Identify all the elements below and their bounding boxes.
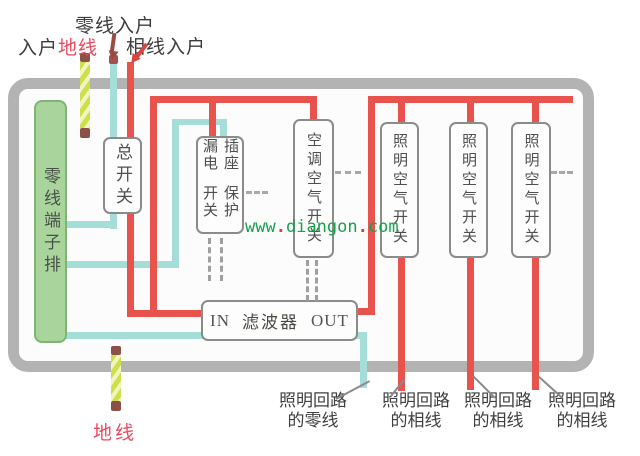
lighting-breaker-label: 照明空气开关 [391, 133, 408, 247]
main-switch-label: 总开关 [113, 142, 132, 209]
neutral-wire-strip-out [64, 261, 179, 268]
socket-breaker-label-col2: 保护开关 [201, 185, 239, 219]
phase-wire-main-down [127, 212, 134, 317]
ground-entry-label: 入户地线 [18, 33, 98, 60]
lighting-breaker-label: 照明空气开关 [522, 133, 540, 247]
lighting-breaker-label: 照明空气开关 [460, 133, 477, 247]
circuit-label-line2: 的零线 [287, 411, 339, 430]
ground-wire-cap [80, 128, 90, 138]
lighting-breaker-box-3: 照明空气开关 [511, 122, 551, 258]
watermark-dot: . [275, 217, 286, 237]
neutral-terminal-strip: 零线端子排 [34, 100, 67, 343]
circuit-label-line1: 照明回路 [382, 391, 450, 410]
watermark-text: diangon [285, 217, 358, 237]
neutral-wire-lighting-exit [360, 332, 367, 388]
ground-wire-bottom [111, 355, 121, 401]
ac-breaker-box: 空调空气开关 [293, 119, 334, 258]
watermark-text: www [245, 217, 276, 237]
lighting-neutral-label: 照明回路 的零线 [271, 391, 355, 431]
lighting-phase-label-2: 照明回路 的相线 [456, 391, 540, 431]
neutral-wire-top-run [172, 119, 227, 125]
neutral-wire-riser [172, 119, 179, 268]
ground-entry-label-prefix: 入户 [18, 38, 59, 59]
lighting-breaker-box-1: 照明空气开关 [380, 122, 419, 258]
ground-entry-label-highlight: 地线 [58, 38, 99, 59]
neutral-entry-label: 零线入户 [75, 16, 156, 37]
down-arrow-icon [107, 50, 119, 61]
lighting-phase-label-1: 照明回路 的相线 [374, 391, 458, 431]
watermark: www.diangon.com [245, 217, 399, 237]
phase-wire-lighting1-exit [398, 257, 405, 391]
dashed-ellipsis [551, 171, 573, 174]
dashed-continuation [306, 260, 309, 301]
circuit-label-line2: 的相线 [472, 411, 524, 430]
ground-wire-cap [111, 346, 121, 355]
circuit-label-line2: 的相线 [556, 411, 608, 430]
ac-breaker-label: 空调空气开关 [305, 131, 322, 246]
dashed-ellipsis [335, 171, 361, 174]
filter-box: IN 滤波器 OUT [201, 300, 358, 341]
circuit-label-line2: 的相线 [390, 411, 442, 430]
neutral-terminal-strip-label: 零线端子排 [41, 166, 60, 277]
dashed-continuation [315, 260, 318, 301]
dashed-continuation [208, 238, 211, 281]
dashed-continuation [220, 238, 223, 281]
socket-leakage-breaker-box: 插座漏电 保护开关 [196, 136, 244, 234]
neutral-wire-to-socket-breaker [220, 122, 227, 138]
ground-wire-top [80, 62, 90, 128]
phase-wire-to-lighting3 [532, 99, 539, 124]
phase-wire-filter-in [127, 310, 204, 317]
ground-wire-cap [111, 401, 121, 411]
circuit-label-line1: 照明回路 [464, 391, 532, 410]
lighting-breaker-box-2: 照明空气开关 [449, 122, 488, 258]
neutral-wire-to-strip [64, 221, 117, 228]
circuit-label-line1: 照明回路 [548, 391, 616, 410]
ground-wire-cap [80, 53, 90, 62]
phase-wire-busB-riser [368, 96, 375, 315]
ground-bottom-label: 地线 [93, 423, 138, 444]
phase-wire-filter-out [355, 308, 375, 315]
phase-wire-lighting2-exit [467, 257, 474, 390]
watermark-text: com [367, 217, 399, 237]
lighting-phase-label-3: 照明回路 的相线 [540, 391, 624, 431]
phase-wire-busA-riser [150, 99, 157, 317]
main-switch-box: 总开关 [103, 137, 142, 214]
phase-wire-to-ac-breaker [310, 99, 317, 122]
socket-breaker-label-col1: 插座漏电 [201, 138, 239, 172]
phase-entry-label: 相线入户 [126, 37, 207, 58]
filter-out-label: OUT [311, 310, 349, 330]
neutral-wire-entry [110, 58, 117, 138]
phase-wire-to-socket-breaker [209, 99, 216, 138]
filter-in-label: IN [210, 310, 230, 330]
phase-wire-to-lighting2 [467, 99, 474, 124]
circuit-label-line1: 照明回路 [279, 391, 347, 410]
phase-wire-to-lighting1 [398, 99, 405, 124]
dashed-ellipsis [246, 191, 268, 194]
phase-wire-lighting3-exit [532, 257, 539, 390]
phase-wire-busA [150, 96, 317, 103]
phase-wire-entry [127, 62, 134, 138]
neutral-wire-cap [109, 55, 118, 64]
watermark-dot: . [357, 217, 368, 237]
neutral-wire-segment [110, 212, 117, 229]
filter-name-label: 滤波器 [242, 313, 299, 332]
